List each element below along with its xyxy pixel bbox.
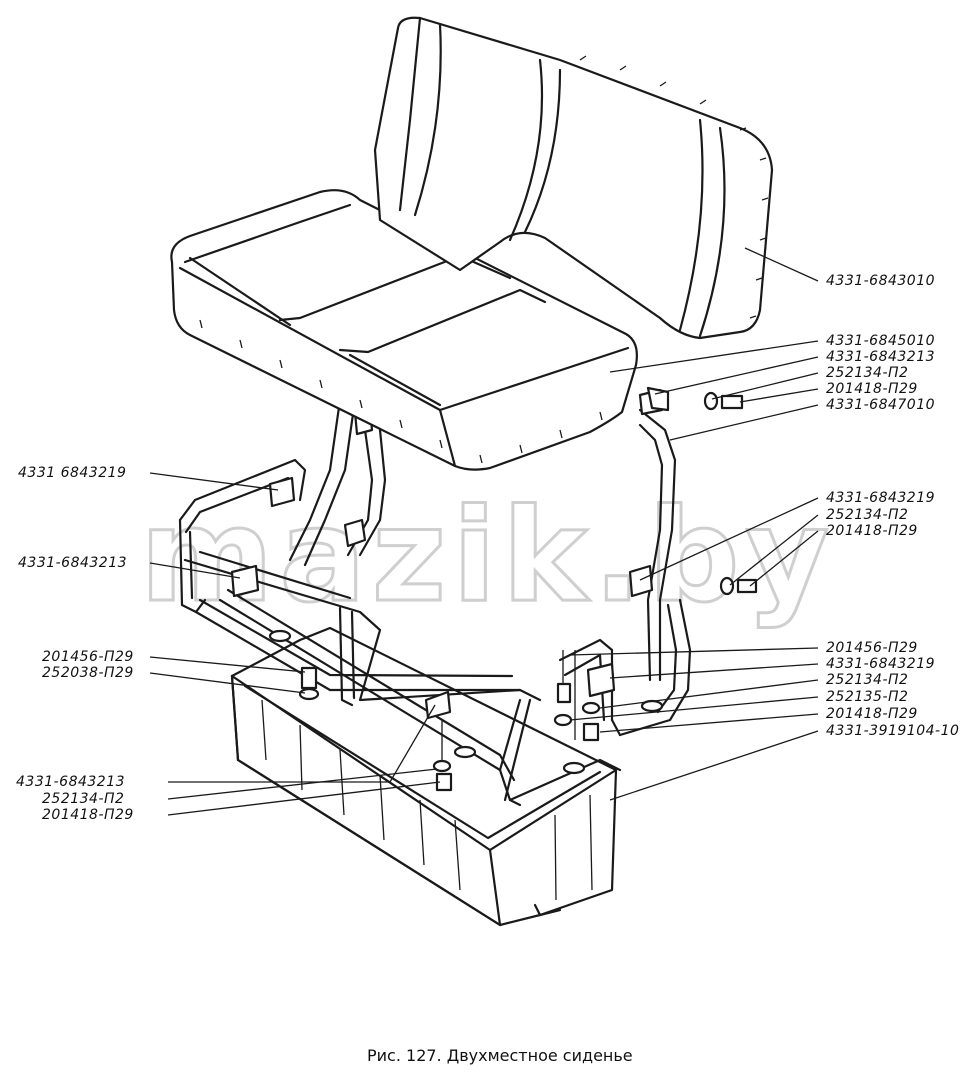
- callout-label: 201456-П29: [826, 640, 918, 656]
- storage-box: [230, 626, 618, 927]
- seat-backrest: [373, 16, 774, 340]
- callout-label: 4331-6845010: [826, 333, 935, 349]
- callout-label: 4331-6843213: [826, 349, 935, 365]
- callout-label: 201418-П29: [826, 523, 918, 539]
- callout-label: 252134-П2: [826, 672, 908, 688]
- fasteners: [298, 386, 758, 792]
- callout-label: 4331-6843219: [826, 490, 935, 506]
- callout-label: 201456-П29: [42, 649, 134, 665]
- callout-label: 252134-П2: [826, 507, 908, 523]
- callout-label: 201418-П29: [826, 381, 918, 397]
- callout-label: 4331 6843219: [18, 465, 126, 481]
- callout-label: 201418-П29: [826, 706, 918, 722]
- callout-label: 4331-6843213: [16, 774, 125, 790]
- callout-label: 252134-П2: [826, 365, 908, 381]
- callout-label: 4331-6843010: [826, 273, 935, 289]
- leader-lines: [149, 247, 819, 816]
- watermark: mazik.by: [140, 482, 835, 631]
- callout-label: 252038-П29: [42, 665, 134, 681]
- callout-label: 252134-П2: [42, 791, 124, 807]
- callout-label: 252135-П2: [826, 689, 908, 705]
- callout-label: 4331-3919104-10: [826, 723, 959, 739]
- callout-label: 4331-6843213: [18, 555, 127, 571]
- seat-frame: [178, 388, 692, 807]
- callout-labels: 4331-6843010 4331-6845010 4331-6843213 2…: [16, 273, 959, 823]
- callout-label: 4331-6843219: [826, 656, 935, 672]
- figure-caption: Рис. 127. Двухместное сиденье: [367, 1046, 633, 1065]
- callout-label: 4331-6847010: [826, 397, 935, 413]
- seat-cushion: [170, 189, 638, 471]
- callout-label: 201418-П29: [42, 807, 134, 823]
